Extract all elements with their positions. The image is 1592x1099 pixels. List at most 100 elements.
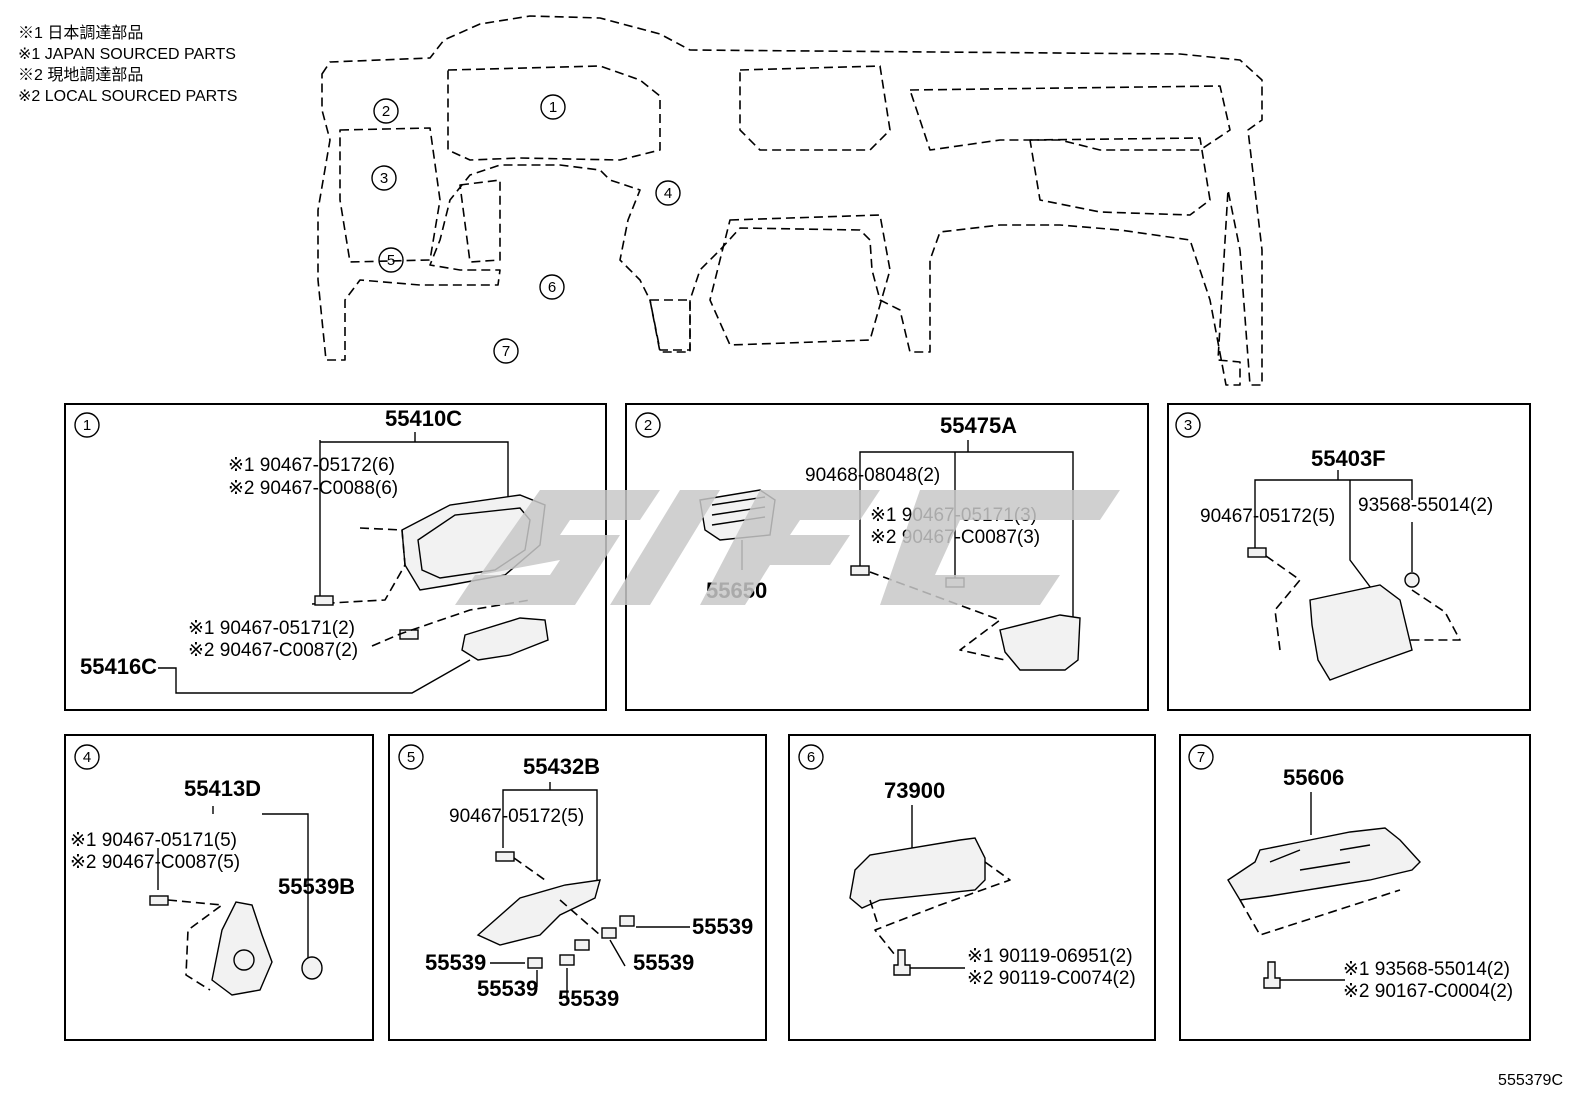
part-number: ※2 90467-C0088(6) xyxy=(228,478,398,499)
panel-number-circle xyxy=(635,412,661,438)
figure-id: 555379C xyxy=(1498,1072,1563,1089)
clip-icon xyxy=(149,895,169,906)
panel-number: 5 xyxy=(407,749,415,766)
knee-panel xyxy=(1309,584,1413,681)
dashboard-overview: 1 2 3 4 5 6 7 xyxy=(317,15,1263,386)
panel-number: 3 xyxy=(1184,417,1192,434)
overview-callout: 5 xyxy=(378,247,404,273)
overview-callout: 3 xyxy=(371,165,397,191)
note-line: ※2 LOCAL SOURCED PARTS xyxy=(18,88,237,105)
panel-number-circle xyxy=(1175,412,1201,438)
panel-5: 5 55432B 90467-05172(5) 55539 55539 5553… xyxy=(388,734,767,1041)
part-number: 55539 xyxy=(477,976,538,1001)
svg-text:5: 5 xyxy=(387,252,395,269)
overview-callout: 6 xyxy=(539,274,565,300)
steering-column-area xyxy=(459,179,501,263)
clip-icon xyxy=(527,957,543,969)
part-number: ※1 90467-05172(6) xyxy=(228,455,395,476)
panel-4: 4 55413D ※1 90467-05171(5) ※2 90467-C008… xyxy=(64,734,374,1041)
panel-frame xyxy=(64,734,374,1041)
panel-number: 7 xyxy=(1197,749,1205,766)
clip-icon xyxy=(1247,547,1267,558)
part-number: 90467-05172(5) xyxy=(1200,506,1335,527)
overview-callout: 7 xyxy=(493,338,519,364)
panel-frame xyxy=(1167,403,1531,711)
panel-frame xyxy=(64,403,607,711)
panel-2: 2 55475A 90468-08048(2) ※1 90467-05171(3… xyxy=(625,403,1149,711)
overview-callout: 1 xyxy=(540,94,566,120)
svg-text:3: 3 xyxy=(380,170,388,187)
part-number: 55539 xyxy=(692,914,753,939)
part-number: ※1 90467-05171(5) xyxy=(70,830,237,851)
part-number: 55539 xyxy=(425,950,486,975)
part-number: 55410C xyxy=(385,406,462,431)
part-number: ※2 90119-C0074(2) xyxy=(967,968,1136,989)
panel-7: 7 55606 ※1 93568-55014(2) ※2 90167-C0004… xyxy=(1179,734,1531,1041)
left-side-trim xyxy=(339,127,441,263)
part-number: ※1 90119-06951(2) xyxy=(967,946,1133,967)
part-number: 55539 xyxy=(558,986,619,1011)
panel-6: 6 73900 ※1 90119-06951(2) ※2 90119-C0074… xyxy=(788,734,1156,1041)
clip-icon xyxy=(601,927,617,939)
panel-number: 1 xyxy=(83,417,91,434)
panel-number-circle xyxy=(798,744,824,770)
panel-number-circle xyxy=(74,744,100,770)
part-number: ※2 90467-C0087(2) xyxy=(188,640,358,661)
panel-number: 6 xyxy=(807,749,815,766)
screw-icon xyxy=(1404,572,1420,588)
bolt-icon xyxy=(893,949,911,976)
right-vent-area xyxy=(909,85,1231,151)
svg-text:7: 7 xyxy=(502,343,510,360)
part-number: 55432B xyxy=(523,754,600,779)
clip-icon xyxy=(495,851,515,862)
svg-text:2: 2 xyxy=(382,103,390,120)
glovebox-opening xyxy=(709,214,891,346)
clip-icon xyxy=(574,939,590,951)
part-number: ※1 90467-05171(2) xyxy=(188,618,355,639)
part-number: 90467-05172(5) xyxy=(449,806,584,827)
part-number: 55606 xyxy=(1283,765,1344,790)
side-trim-panel xyxy=(999,614,1081,671)
panel-frame xyxy=(1179,734,1531,1041)
note-line: ※1 JAPAN SOURCED PARTS xyxy=(18,46,236,63)
panel-number-circle xyxy=(398,744,424,770)
svg-text:1: 1 xyxy=(549,99,557,116)
panel-number-circle xyxy=(74,412,100,438)
clip-icon xyxy=(850,565,870,576)
panel-number: 4 xyxy=(83,749,91,766)
overview-callout: 2 xyxy=(373,98,399,124)
panel-frame xyxy=(388,734,767,1041)
panel-frame xyxy=(788,734,1156,1041)
clip-icon xyxy=(559,954,575,966)
part-number: 93568-55014(2) xyxy=(1358,495,1493,516)
part-number: 90468-08048(2) xyxy=(805,465,940,486)
center-stack-opening xyxy=(739,65,891,151)
clip-icon xyxy=(399,629,419,640)
bolt-icon xyxy=(1263,961,1281,989)
part-number: ※2 90167-C0004(2) xyxy=(1343,981,1513,1002)
svg-text:6: 6 xyxy=(548,279,556,296)
lower-panel xyxy=(476,879,601,946)
meter-assembly xyxy=(849,837,986,909)
panel-number-circle xyxy=(1188,744,1214,770)
dashboard-outline xyxy=(317,15,1263,386)
lower-cover xyxy=(461,617,549,661)
overview-callout: 4 xyxy=(655,180,681,206)
column-cover xyxy=(211,901,273,996)
part-number: ※1 93568-55014(2) xyxy=(1343,959,1510,980)
note-line: ※2 現地調達部品 xyxy=(18,66,143,84)
cluster-opening xyxy=(447,65,661,161)
legend-notes: ※1 日本調達部品 ※1 JAPAN SOURCED PARTS ※2 現地調達… xyxy=(18,24,237,105)
part-number: 55475A xyxy=(940,413,1017,438)
part-number: 55413D xyxy=(184,776,261,801)
right-lower-trim xyxy=(1029,137,1211,216)
panel-3: 3 55403F 90467-05172(5) 93568-55014(2) xyxy=(1167,403,1531,711)
plug-icon xyxy=(301,956,323,980)
panel-number: 2 xyxy=(644,417,652,434)
clip-icon xyxy=(314,595,334,606)
note-line: ※1 日本調達部品 xyxy=(18,24,143,42)
part-number: ※2 90467-C0087(5) xyxy=(70,852,240,873)
part-number: 55403F xyxy=(1311,446,1386,471)
svg-text:4: 4 xyxy=(664,185,672,202)
